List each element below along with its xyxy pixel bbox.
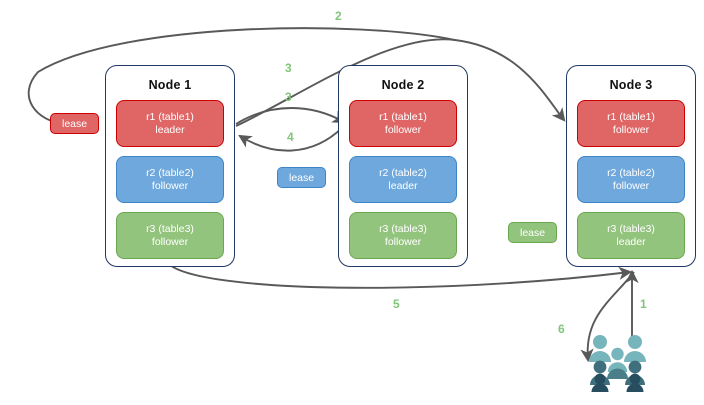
replica-name: r1 (table1) bbox=[607, 110, 655, 123]
node-title-node3: Node 3 bbox=[609, 78, 653, 92]
step-label-2: 2 bbox=[335, 9, 342, 23]
replica-name: r2 (table2) bbox=[146, 166, 194, 179]
replica-name: r2 (table2) bbox=[379, 166, 427, 179]
replica-name: r1 (table1) bbox=[146, 110, 194, 123]
step-label-3b: 3 bbox=[285, 90, 292, 104]
replica-node3-r3[interactable]: r3 (table3) leader bbox=[577, 212, 685, 259]
step-label-5: 5 bbox=[393, 297, 400, 311]
replica-role: follower bbox=[384, 235, 422, 248]
replica-name: r1 (table1) bbox=[379, 110, 427, 123]
replica-role: leader bbox=[616, 235, 646, 248]
replica-role: follower bbox=[151, 179, 189, 192]
replica-role: follower bbox=[384, 123, 422, 136]
replica-node2-r2[interactable]: r2 (table2) leader bbox=[349, 156, 457, 203]
step-label-3a: 3 bbox=[285, 61, 292, 75]
replica-node2-r3[interactable]: r3 (table3) follower bbox=[349, 212, 457, 259]
replica-list-node2: r1 (table1) follower r2 (table2) leader … bbox=[339, 100, 467, 259]
replica-name: r2 (table2) bbox=[607, 166, 655, 179]
users-center-front-person bbox=[607, 368, 628, 379]
step-label-4: 4 bbox=[287, 130, 294, 144]
step-label-6: 6 bbox=[558, 322, 565, 336]
replica-role: leader bbox=[155, 123, 185, 136]
replica-name: r3 (table3) bbox=[379, 222, 427, 235]
replica-role: follower bbox=[151, 235, 189, 248]
replica-node1-r3[interactable]: r3 (table3) follower bbox=[116, 212, 224, 259]
replica-node1-r1[interactable]: r1 (table1) leader bbox=[116, 100, 224, 147]
replica-node3-r1[interactable]: r1 (table1) follower bbox=[577, 100, 685, 147]
replica-list-node1: r1 (table1) leader r2 (table2) follower … bbox=[106, 100, 234, 259]
replica-role: follower bbox=[612, 179, 650, 192]
lease-badge-blue[interactable]: lease bbox=[277, 167, 327, 188]
replica-node2-r1[interactable]: r1 (table1) follower bbox=[349, 100, 457, 147]
node-card-node1: Node 1 r1 (table1) leader r2 (table2) fo… bbox=[105, 65, 235, 267]
node-card-node3: Node 3 r1 (table1) follower r2 (table2) … bbox=[566, 65, 696, 267]
users-back-row bbox=[589, 335, 646, 362]
step-label-1: 1 bbox=[640, 297, 647, 311]
replica-name: r3 (table3) bbox=[146, 222, 194, 235]
node-title-node1: Node 1 bbox=[148, 78, 192, 92]
lease-badge-green[interactable]: lease bbox=[508, 222, 558, 243]
replica-name: r3 (table3) bbox=[607, 222, 655, 235]
replica-role: follower bbox=[612, 123, 650, 136]
users-group-icon bbox=[589, 335, 646, 392]
users-bottom-row bbox=[591, 373, 644, 392]
arrow-step-5 bbox=[169, 264, 633, 289]
users-center-person bbox=[607, 347, 628, 372]
replica-role: leader bbox=[388, 179, 418, 192]
replica-node3-r2[interactable]: r2 (table2) follower bbox=[577, 156, 685, 203]
replica-node1-r2[interactable]: r2 (table2) follower bbox=[116, 156, 224, 203]
arrow-step-3-node2 bbox=[235, 107, 346, 125]
lease-badge-red[interactable]: lease bbox=[50, 113, 100, 134]
node-card-node2: Node 2 r1 (table1) follower r2 (table2) … bbox=[338, 65, 468, 267]
node-title-node2: Node 2 bbox=[381, 78, 425, 92]
replica-list-node3: r1 (table1) follower r2 (table2) followe… bbox=[567, 100, 695, 259]
